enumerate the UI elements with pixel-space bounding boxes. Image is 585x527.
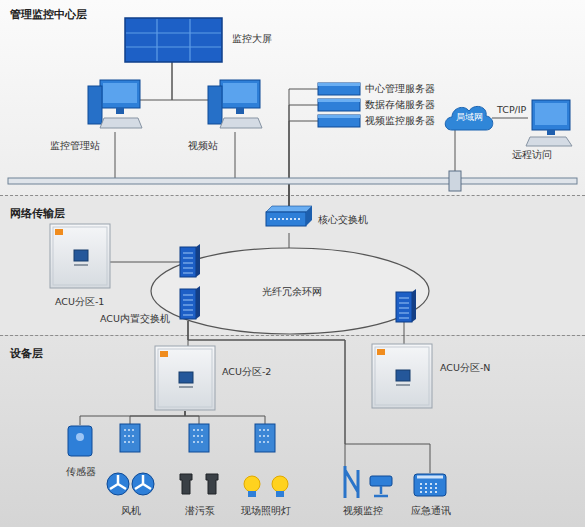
cctv-group: 视频监控 [325,467,400,501]
ring-switch: ACU内置交换机 [178,289,198,321]
sensor-device: 传感器 [68,425,92,457]
workstation: 监控管理站 [88,80,142,132]
remote-terminal: 远程访问 [528,100,572,146]
node-label: 局域网 [456,113,483,122]
layer-title: 管理监控中心层 [10,9,87,20]
node-label: 远程访问 [512,150,552,160]
ring-network: 光纤冗余环网 [150,247,430,335]
node-label: ACU内置交换机 [100,314,170,324]
node-label: 监控大屏 [232,34,272,44]
node-label: 视频站 [188,141,218,151]
core-switch: 核心交换机 [266,207,312,233]
node-label: 数据存储服务器 [365,100,435,110]
node-label: 中心管理服务器 [365,84,435,94]
network-link [492,118,528,119]
node-label: 视频监控 [343,506,383,516]
acu-cabinet: ACU分区-1 [50,225,110,289]
node-label: 传感器 [66,467,96,477]
network-link [404,316,405,345]
pump-group: 潜污泵 [175,425,223,499]
node-label: 潜污泵 [185,506,215,516]
server: 数据存储服务器 [318,99,360,111]
acu-cabinet: ACU分区-N [372,345,432,409]
link-label: TCP/IP [497,105,526,115]
node-label: ACU分区-2 [222,367,271,377]
layer-band: 网络传输层核心交换机ACU分区-1光纤冗余环网ACU内置交换机 [0,195,585,335]
node-label: 监控管理站 [50,141,100,151]
node-label: 风机 [121,506,141,516]
fan-group: 风机 [106,425,154,497]
node-label: 现场照明灯 [241,506,291,516]
node-label: 应急通讯 [411,506,451,516]
ring-ellipse [151,248,429,334]
server: 中心管理服务器 [318,83,360,95]
workstation: 视频站 [208,80,262,132]
node-label: ACU分区-N [440,363,490,373]
layer-band: 设备层ACU分区-2ACU分区-N传感器风机潜污泵现场照明灯视频监控应急通讯 [0,335,585,527]
node-label: 视频监控服务器 [365,116,435,126]
layer-title: 设备层 [10,348,43,359]
emergency-phone: 应急通讯 [412,473,448,501]
acu-cabinet: ACU分区-2 [155,347,215,411]
network-link [110,262,187,263]
node-label: 核心交换机 [318,215,368,225]
lighting-group: 现场照明灯 [240,425,292,501]
network-cloud: 局域网 [446,106,492,130]
node-label: 光纤冗余环网 [262,287,322,297]
node-label: ACU分区-1 [55,297,104,307]
network-link [289,233,290,248]
layer-band: 管理监控中心层监控大屏监控管理站视频站中心管理服务器数据存储服务器视频监控服务器… [0,0,585,195]
layer-title: 网络传输层 [10,208,65,219]
server: 视频监控服务器 [318,115,360,127]
display-wall: 监控大屏 [125,18,222,62]
